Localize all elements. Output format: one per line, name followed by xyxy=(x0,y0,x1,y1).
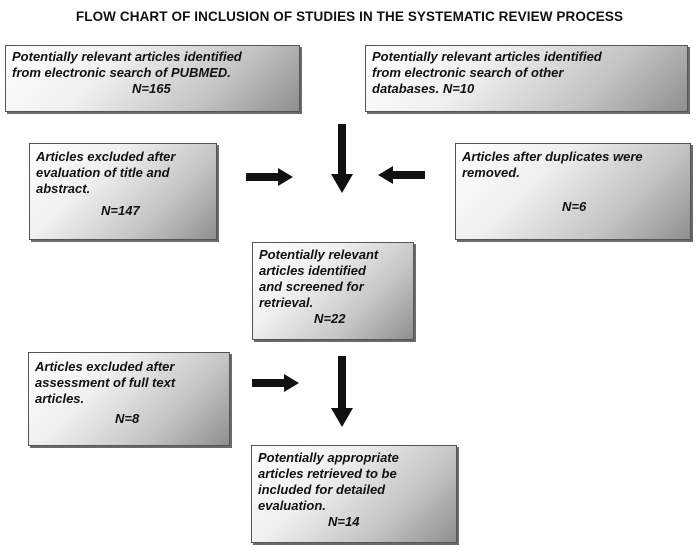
box-line: and screened for xyxy=(259,279,364,294)
box-line: Potentially appropriate xyxy=(258,450,399,465)
other-databases-box: Potentially relevant articles identified… xyxy=(365,45,688,112)
count-label: N=165 xyxy=(132,81,171,96)
box-line: Potentially relevant articles identified xyxy=(372,49,602,64)
chart-title: FLOW CHART OF INCLUSION OF STUDIES IN TH… xyxy=(75,9,624,24)
pubmed-search-box: Potentially relevant articles identified… xyxy=(5,45,300,112)
box-line: from electronic search of other xyxy=(372,65,564,80)
arrow-right-icon xyxy=(252,374,299,392)
box-line: articles retrieved to be xyxy=(258,466,397,481)
box-line: assessment of full text xyxy=(35,375,176,390)
box-line: evaluation. xyxy=(258,498,326,513)
excluded-full-text-box: Articles excluded after assessment of fu… xyxy=(28,352,230,446)
box-line: evaluation of title and xyxy=(36,165,170,180)
box-line: retrieval. xyxy=(259,295,314,310)
box-line: Articles after duplicates were xyxy=(462,149,643,164)
box-line: Potentially relevant xyxy=(259,247,379,262)
box-line: Articles excluded after xyxy=(35,359,175,374)
count-label: N=22 xyxy=(314,311,346,326)
count-label: N=8 xyxy=(115,411,140,426)
count-label: N=6 xyxy=(562,199,587,214)
count-label: N=14 xyxy=(328,514,360,529)
box-line: articles identified xyxy=(259,263,366,278)
box-line: articles. xyxy=(35,391,85,406)
arrow-right-icon xyxy=(246,168,293,186)
box-line: Articles excluded after xyxy=(36,149,176,164)
box-line: from electronic search of PUBMED. xyxy=(12,65,231,80)
arrow-down-icon xyxy=(331,124,353,193)
duplicates-removed-box: Articles after duplicates were removed. … xyxy=(455,143,691,240)
arrow-left-icon xyxy=(378,166,425,184)
count-label: N=147 xyxy=(101,203,140,218)
screened-box: Potentially relevant articles identified… xyxy=(252,242,414,340)
box-line: removed. xyxy=(462,165,520,180)
box-line: included for detailed xyxy=(258,482,386,497)
box-line: databases. N=10 xyxy=(372,81,475,96)
arrow-down-icon xyxy=(331,356,353,427)
excluded-title-abstract-box: Articles excluded after evaluation of ti… xyxy=(29,143,217,240)
box-line: Potentially relevant articles identified xyxy=(12,49,242,64)
final-included-box: Potentially appropriate articles retriev… xyxy=(251,445,457,543)
box-line: abstract. xyxy=(36,181,91,196)
